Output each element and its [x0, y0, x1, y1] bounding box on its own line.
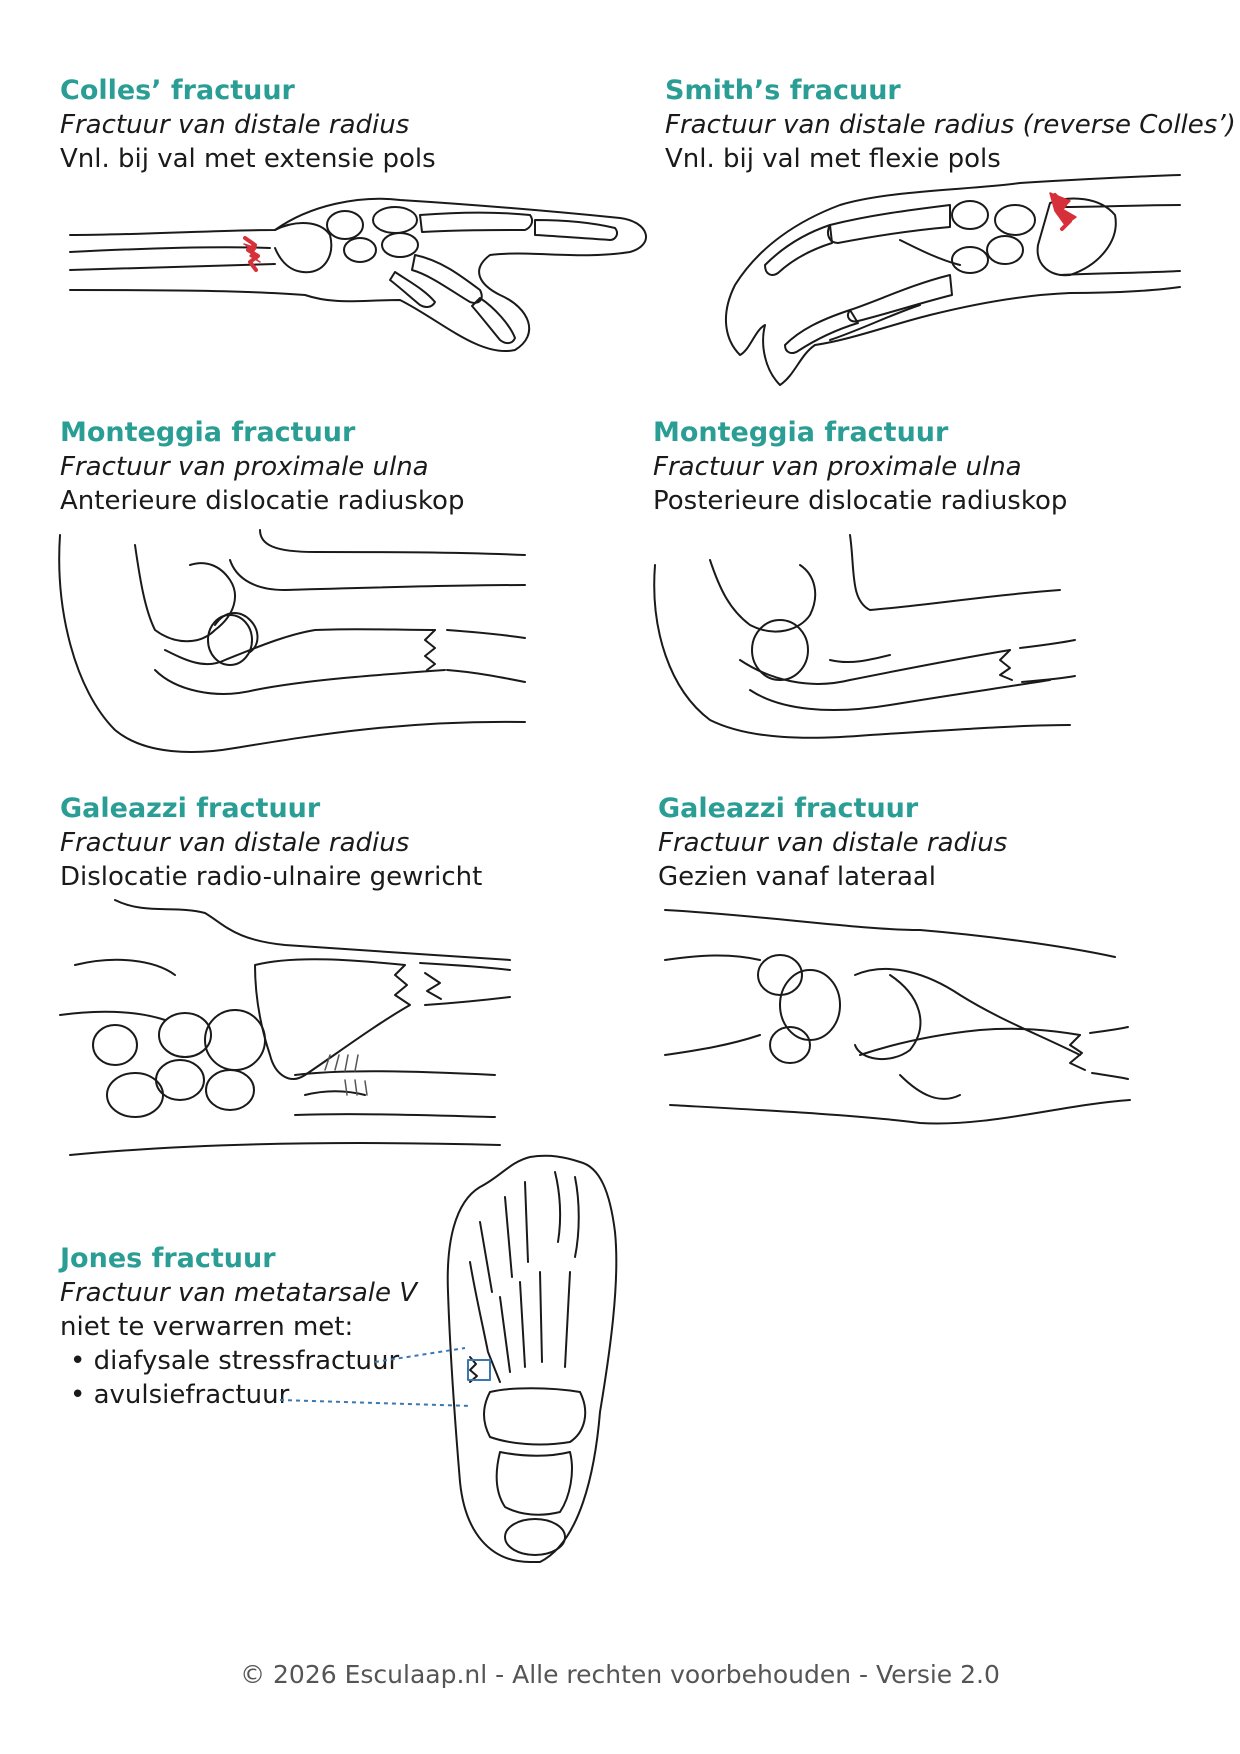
galeazzi-dorsal-text: Galeazzi fractuur Fractuur van distale r…: [60, 792, 482, 894]
smith-description: Vnl. bij val met flexie pols: [665, 144, 1001, 174]
monteggia-posterior-subtitle: Fractuur van proximale ulna: [653, 452, 1022, 482]
colles-title: Colles’ fractuur: [60, 75, 295, 106]
monteggia-posterior-illustration: [650, 530, 1080, 750]
stress-fracture-connector: [375, 1348, 465, 1362]
monteggia-posterior-title: Monteggia fractuur: [653, 417, 949, 448]
smith-wrist-illustration: [720, 165, 1190, 395]
avulsion-fracture-connector: [280, 1400, 470, 1406]
jones-bullet-stress: • diafysale stressfractuur: [70, 1346, 400, 1376]
galeazzi-lateral-subtitle: Fractuur van distale radius: [658, 828, 1008, 858]
jones-bullet-avulsion: • avulsiefractuur: [70, 1380, 290, 1410]
monteggia-posterior-text: Monteggia fractuur Fractuur van proximal…: [653, 416, 1067, 518]
monteggia-anterior-subtitle: Fractuur van proximale ulna: [60, 452, 429, 482]
galeazzi-dorsal-subtitle: Fractuur van distale radius: [60, 828, 410, 858]
monteggia-anterior-description: Anterieure dislocatie radiuskop: [60, 486, 465, 516]
jones-callout-lines-2: [275, 1388, 475, 1408]
jones-foot-illustration: [430, 1152, 630, 1572]
monteggia-posterior-description: Posterieure dislocatie radiuskop: [653, 486, 1068, 516]
galeazzi-lateral-text: Galeazzi fractuur Fractuur van distale r…: [658, 792, 1007, 894]
colles-subtitle: Fractuur van distale radius: [60, 110, 410, 140]
jones-title: Jones fractuur: [60, 1243, 276, 1274]
monteggia-anterior-title: Monteggia fractuur: [60, 417, 356, 448]
jones-callout-lines: [370, 1348, 470, 1408]
colles-description: Vnl. bij val met extensie pols: [60, 144, 436, 174]
colles-wrist-illustration: [60, 190, 660, 370]
galeazzi-lateral-description: Gezien vanaf lateraal: [658, 862, 937, 892]
monteggia-anterior-illustration: [55, 530, 535, 760]
footer-copyright: © 2026 Esculaap.nl - Alle rechten voorbe…: [240, 1660, 1000, 1689]
smith-title: Smith’s fracuur: [665, 75, 901, 106]
jones-description: niet te verwarren met:: [60, 1312, 354, 1342]
galeazzi-dorsal-title: Galeazzi fractuur: [60, 793, 321, 824]
smith-text: Smith’s fracuur Fractuur van distale rad…: [665, 74, 1236, 176]
galeazzi-lateral-illustration: [660, 905, 1130, 1145]
galeazzi-dorsal-description: Dislocatie radio-ulnaire gewricht: [60, 862, 483, 892]
jones-subtitle: Fractuur van metatarsale V: [60, 1278, 418, 1308]
colles-text: Colles’ fractuur Fractuur van distale ra…: [60, 74, 436, 176]
smith-subtitle: Fractuur van distale radius (reverse Col…: [665, 110, 1236, 140]
monteggia-anterior-text: Monteggia fractuur Fractuur van proximal…: [60, 416, 464, 518]
galeazzi-dorsal-illustration: [55, 895, 525, 1165]
jones-text: Jones fractuur Fractuur van metatarsale …: [60, 1242, 417, 1412]
galeazzi-lateral-title: Galeazzi fractuur: [658, 793, 919, 824]
